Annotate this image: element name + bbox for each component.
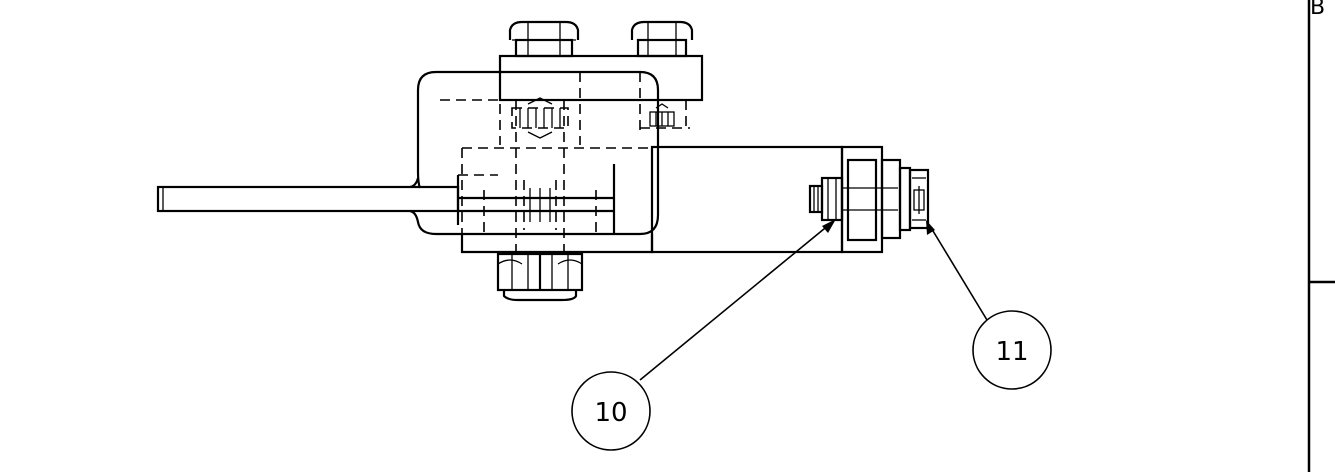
leader-11-arrowhead <box>926 220 935 235</box>
screw-item-10 <box>808 176 898 222</box>
leader-10 <box>639 223 831 381</box>
balloon-10: 10 <box>571 371 651 451</box>
leader-11 <box>929 225 988 321</box>
balloon-11: 11 <box>972 310 1052 390</box>
hidden-small-fastener <box>649 103 675 127</box>
assembly-view <box>156 20 930 302</box>
top-clamp-plate <box>498 54 704 102</box>
frame-zone-letter: B <box>1310 0 1325 20</box>
top-right-nut <box>630 20 694 58</box>
top-left-nut <box>508 20 580 58</box>
hidden-threaded-fastener <box>511 97 569 139</box>
balloon-11-label: 11 <box>995 337 1028 367</box>
leader-10-arrowhead <box>822 219 836 233</box>
bracket-body <box>409 70 660 236</box>
balloon-10-label: 10 <box>594 398 627 428</box>
lower-block <box>460 234 654 254</box>
plug-item-11 <box>880 158 930 240</box>
rod <box>156 185 460 213</box>
bottom-nut <box>496 252 584 302</box>
drawing-frame: B <box>1307 0 1335 472</box>
leader-lines <box>639 219 988 381</box>
